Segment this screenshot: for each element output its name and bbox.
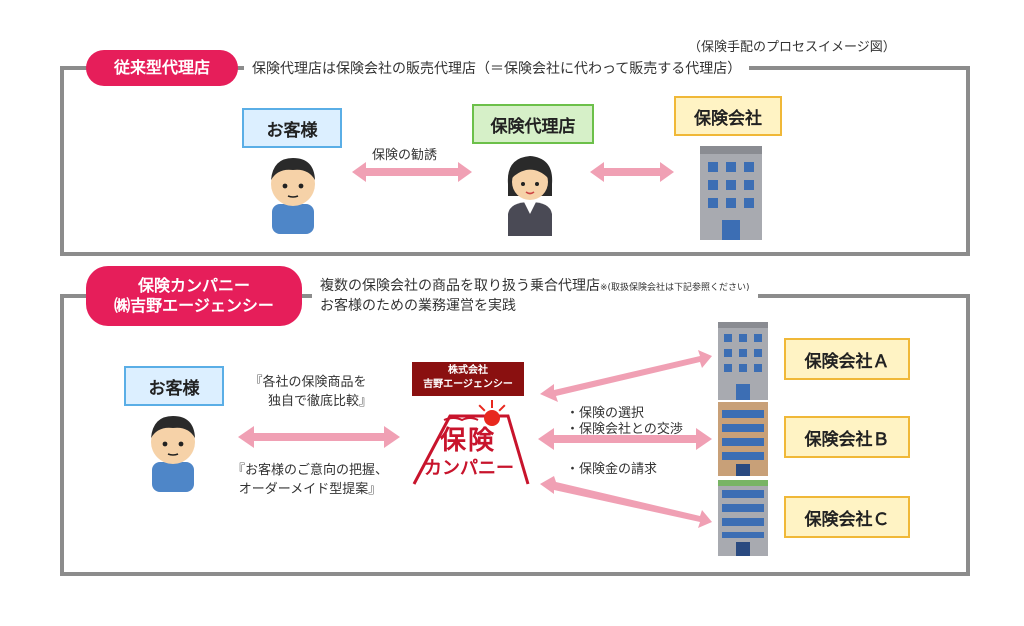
company-logo: 株式会社 吉野エージェンシー: [412, 362, 524, 396]
insurer-c-building-icon: [718, 480, 768, 556]
arrow-customer-agency: [352, 162, 472, 182]
company-title: 保険カンパニー ㈱吉野エージェンシー: [86, 266, 302, 326]
agency-label: 保険代理店: [472, 104, 594, 144]
comparison-text: 『各社の保険商品を 独自で徹底比較』: [244, 374, 372, 412]
insurer-b-label: 保険会社Ｂ: [784, 416, 910, 458]
agent-woman-icon: [498, 148, 562, 236]
traditional-customer-label: お客様: [242, 108, 342, 148]
traditional-description: 保険代理店は保険会社の販売代理店（＝保険会社に代わって販売する代理店）: [244, 58, 749, 78]
traditional-company-label: 保険会社: [674, 96, 782, 136]
customer-person-icon: [138, 408, 208, 492]
logo-main-text: 保険: [440, 420, 496, 457]
insurer-b-building-icon: [718, 402, 768, 476]
logo-sub-text: カンパニー: [424, 454, 514, 480]
insurer-a-building-icon: [718, 322, 768, 400]
traditional-title: 従来型代理店: [86, 50, 238, 86]
arrow-label-solicitation: 保険の勧誘: [372, 144, 437, 163]
service-claim-text: ・保険金の請求: [566, 458, 657, 477]
company-customer-label: お客様: [124, 366, 224, 406]
arrow-to-insurer-c: [540, 476, 712, 528]
figure-caption: （保険手配のプロセスイメージ図）: [688, 36, 896, 55]
arrow-customer-company: [238, 426, 400, 448]
arrow-agency-company: [590, 162, 674, 182]
company-description: 複数の保険会社の商品を取り扱う乗合代理店※(取扱保険会社は下記参照ください) お…: [312, 276, 758, 317]
insurer-c-label: 保険会社Ｃ: [784, 496, 910, 538]
customer-person-icon: [258, 150, 328, 234]
arrow-to-insurer-b: [538, 428, 712, 450]
proposal-text: 『お客様のご意向の把握、 オーダーメイド型提案』: [232, 462, 388, 500]
building-icon: [700, 146, 762, 240]
arrow-to-insurer-a: [540, 350, 712, 402]
insurer-a-label: 保険会社Ａ: [784, 338, 910, 380]
